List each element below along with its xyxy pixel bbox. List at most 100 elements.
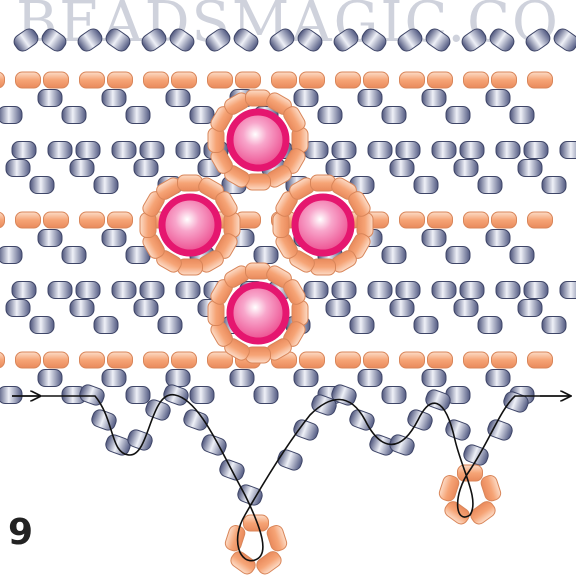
- blue-seed-bead: [125, 106, 151, 124]
- orange-seed-bead: [79, 351, 105, 369]
- blue-seed-bead: [69, 159, 95, 177]
- blue-seed-bead: [0, 246, 23, 264]
- blue-seed-bead: [47, 141, 73, 159]
- thread-line: [12, 394, 572, 562]
- orange-seed-bead: [470, 501, 496, 525]
- orange-seed-bead: [399, 351, 425, 369]
- blue-seed-bead: [487, 419, 513, 441]
- orange-seed-bead: [224, 525, 246, 552]
- blue-seed-bead: [485, 369, 511, 387]
- blue-seed-bead: [37, 229, 63, 247]
- blue-seed-bead: [453, 159, 479, 177]
- blue-seed-bead: [29, 316, 55, 334]
- orange-seed-bead: [427, 211, 453, 229]
- blue-seed-bead: [105, 28, 131, 52]
- blue-seed-bead: [503, 391, 529, 413]
- blue-seed-bead: [445, 106, 471, 124]
- orange-seed-bead: [283, 106, 306, 132]
- blue-seed-bead: [139, 141, 165, 159]
- orange-seed-bead: [444, 501, 470, 525]
- orange-seed-bead: [527, 351, 553, 369]
- blue-seed-bead: [157, 316, 183, 334]
- pink-pearl: [226, 108, 290, 172]
- blue-seed-bead: [0, 106, 23, 124]
- orange-seed-bead: [427, 351, 453, 369]
- blue-seed-bead: [317, 106, 343, 124]
- orange-seed-bead: [363, 71, 389, 89]
- blue-seed-bead: [389, 159, 415, 177]
- blue-seed-bead: [331, 141, 357, 159]
- orange-seed-bead: [15, 351, 41, 369]
- blue-seed-bead: [397, 28, 423, 52]
- blue-seed-bead: [325, 299, 351, 317]
- blue-seed-bead: [111, 281, 137, 299]
- orange-seed-bead: [143, 71, 169, 89]
- blue-seed-bead: [165, 369, 191, 387]
- blue-seed-bead: [205, 28, 231, 52]
- blue-seed-bead: [139, 281, 165, 299]
- blue-seed-bead: [489, 28, 515, 52]
- blue-seed-bead: [525, 28, 551, 52]
- orange-seed-bead: [215, 191, 238, 217]
- blue-seed-bead: [141, 28, 167, 52]
- blue-seed-bead: [421, 369, 447, 387]
- orange-seed-bead: [207, 351, 233, 369]
- blue-seed-bead: [509, 246, 535, 264]
- blue-seed-bead: [269, 28, 295, 52]
- orange-seed-bead: [283, 279, 306, 305]
- blue-seed-bead: [165, 89, 191, 107]
- pink-pearls: [158, 108, 355, 345]
- blue-seed-bead: [395, 281, 421, 299]
- blue-seed-bead: [253, 246, 279, 264]
- blue-seed-bead: [381, 106, 407, 124]
- orange-seed-bead: [43, 211, 69, 229]
- blue-seed-bead: [189, 106, 215, 124]
- blue-seed-bead: [381, 386, 407, 404]
- blue-seed-bead: [559, 281, 576, 299]
- blue-seed-bead: [431, 141, 457, 159]
- blue-seed-bead: [101, 89, 127, 107]
- blue-seed-bead: [459, 141, 485, 159]
- orange-seed-bead: [107, 351, 133, 369]
- blue-seed-bead: [461, 28, 487, 52]
- blue-seed-bead: [453, 299, 479, 317]
- blue-seed-bead: [541, 176, 567, 194]
- blue-seed-bead: [175, 141, 201, 159]
- blue-seed-bead: [357, 89, 383, 107]
- orange-seed-bead: [15, 211, 41, 229]
- blue-seed-bead: [477, 176, 503, 194]
- blue-seed-bead: [61, 106, 87, 124]
- blue-seed-bead: [421, 229, 447, 247]
- blue-seed-bead: [175, 281, 201, 299]
- blue-seed-bead: [431, 281, 457, 299]
- blue-seed-bead: [13, 28, 39, 52]
- orange-seed-bead: [235, 71, 261, 89]
- blue-seed-bead: [485, 89, 511, 107]
- blue-seed-bead: [105, 434, 131, 456]
- blue-seed-bead: [517, 159, 543, 177]
- blue-seed-bead: [277, 449, 303, 471]
- blue-seed-bead: [75, 281, 101, 299]
- orange-seed-bead: [480, 475, 502, 502]
- blue-seed-bead: [233, 28, 259, 52]
- blue-seed-bead: [253, 386, 279, 404]
- orange-seed-bead: [335, 71, 361, 89]
- orange-seed-bead: [79, 71, 105, 89]
- blue-seed-bead: [407, 409, 433, 431]
- orange-seed-bead: [79, 211, 105, 229]
- blue-seed-bead: [381, 246, 407, 264]
- blue-seed-bead: [553, 28, 576, 52]
- blue-seed-bead: [37, 89, 63, 107]
- blue-seed-bead: [325, 159, 351, 177]
- orange-seed-bead: [43, 71, 69, 89]
- orange-seed-bead: [171, 351, 197, 369]
- blue-seed-bead: [293, 369, 319, 387]
- blue-seed-bead: [395, 141, 421, 159]
- blue-seed-bead: [101, 369, 127, 387]
- blue-seed-bead: [509, 106, 535, 124]
- blue-seed-bead: [133, 159, 159, 177]
- orange-seed-bead: [491, 351, 517, 369]
- pink-pearl: [158, 193, 222, 257]
- orange-seed-bead: [207, 71, 233, 89]
